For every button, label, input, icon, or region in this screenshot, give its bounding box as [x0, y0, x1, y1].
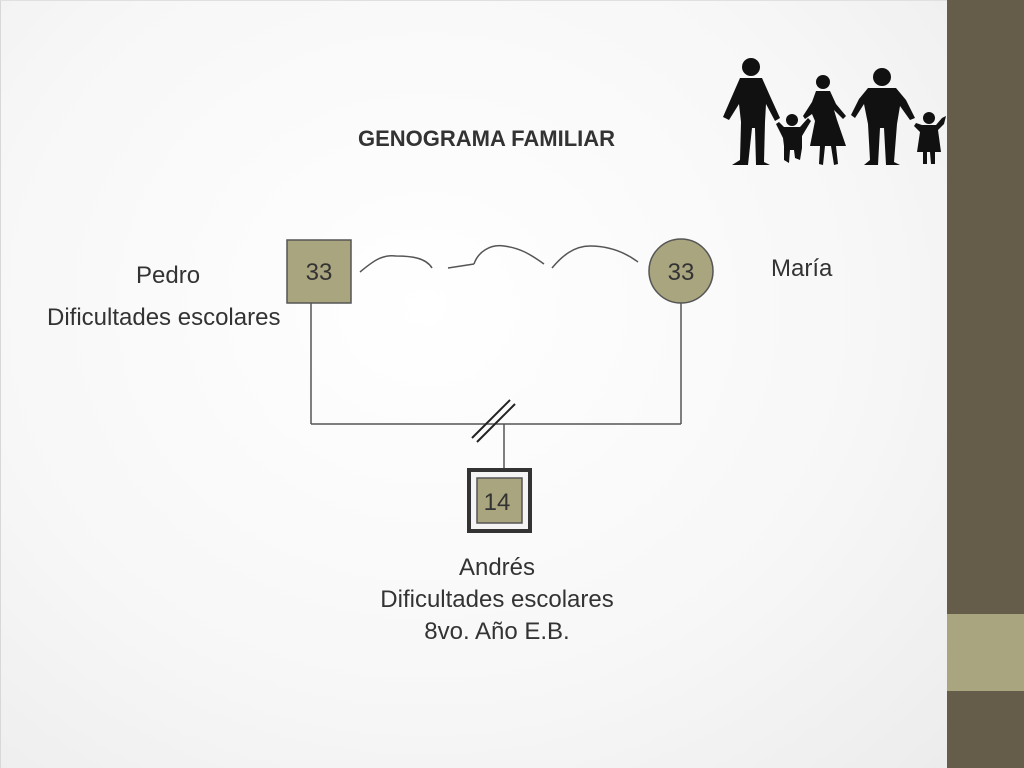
- mother-name: María: [771, 255, 833, 282]
- mother-node: 33: [648, 238, 714, 304]
- father-note: Dificultades escolares: [47, 304, 281, 331]
- child-name: Andrés: [458, 554, 536, 581]
- genogram-diagram: 33 33 14: [286, 58, 946, 533]
- father-name: Pedro: [136, 262, 201, 289]
- family-connection-lines: [310, 303, 682, 470]
- child-note: Dificultades escolares: [380, 586, 614, 613]
- separation-mark: [471, 399, 516, 443]
- conflict-relationship-line: [359, 244, 639, 273]
- decorative-sidebar-accent: [947, 614, 1024, 691]
- father-node: 33: [286, 239, 352, 304]
- child-age: 14: [484, 489, 511, 516]
- mother-age: 33: [668, 259, 695, 286]
- child-node: 14: [467, 468, 532, 533]
- child-grade: 8vo. Año E.B.: [424, 618, 570, 645]
- father-age: 33: [306, 259, 333, 286]
- diagram-title: GENOGRAMA FAMILIAR: [358, 126, 616, 151]
- family-silhouette-icon: [723, 58, 946, 165]
